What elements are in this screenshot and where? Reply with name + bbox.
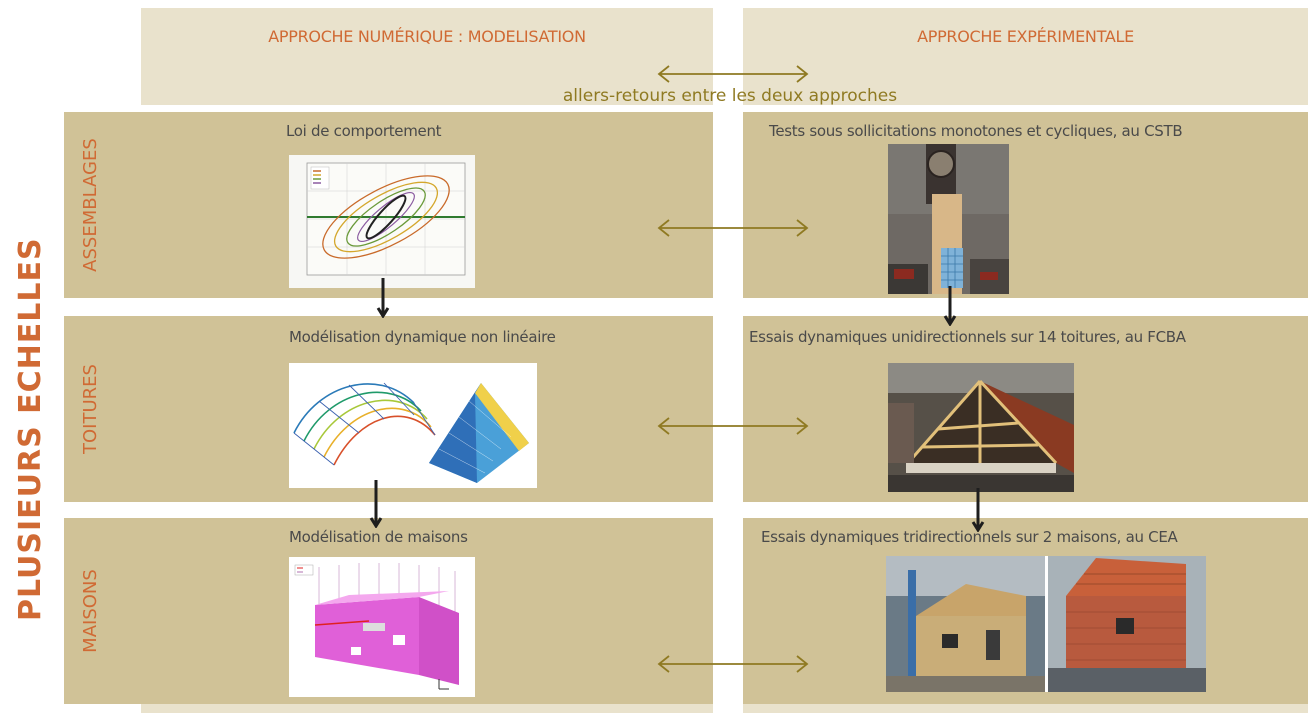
- house-model-image: [289, 557, 475, 697]
- row-label-assemblages: ASSEMBLAGES: [80, 138, 101, 272]
- link-caption: allers-retours entre les deux approches: [562, 86, 898, 106]
- row-band-assemblages: [64, 112, 1308, 298]
- down-arrow-left-1: [376, 278, 390, 318]
- down-arrow-right-1: [943, 286, 957, 326]
- header-double-arrow: [657, 65, 809, 83]
- cea-house-photos: [886, 556, 1206, 692]
- cstb-test-photo: [888, 144, 1009, 294]
- column-right-footer: [743, 704, 1308, 713]
- caption-fcba-tests: Essais dynamiques unidirectionnels sur 1…: [749, 328, 1186, 346]
- caption-behaviour-law: Loi de comportement: [286, 122, 442, 140]
- row-double-arrow-assemblages: [657, 219, 809, 237]
- header-panel-right: [743, 8, 1308, 105]
- hysteresis-plot-image: [289, 155, 475, 288]
- caption-house-model: Modélisation de maisons: [289, 528, 468, 546]
- row-band-toitures: [64, 316, 1308, 502]
- header-panel-left: [141, 8, 713, 105]
- row-label-maisons: MAISONS: [80, 569, 101, 653]
- caption-nonlinear-model: Modélisation dynamique non linéaire: [289, 328, 556, 346]
- down-arrow-right-2: [971, 488, 985, 532]
- column-left-footer: [141, 704, 713, 713]
- fcba-roof-photo: [888, 363, 1074, 492]
- header-numerical: APPROCHE NUMÉRIQUE : MODELISATION: [268, 27, 586, 46]
- caption-cstb-tests: Tests sous sollicitations monotones et c…: [769, 122, 1183, 140]
- column-gap: [713, 112, 743, 713]
- row-label-toitures: TOITURES: [80, 364, 101, 454]
- header-experimental: APPROCHE EXPÉRIMENTALE: [917, 27, 1134, 46]
- row-double-arrow-toitures: [657, 417, 809, 435]
- caption-cea-tests: Essais dynamiques tridirectionnels sur 2…: [761, 528, 1178, 546]
- row-double-arrow-maisons: [657, 655, 809, 673]
- down-arrow-left-2: [369, 480, 383, 528]
- roof-model-image: [289, 363, 537, 488]
- main-title: PLUSIEURS ECHELLES: [13, 237, 48, 621]
